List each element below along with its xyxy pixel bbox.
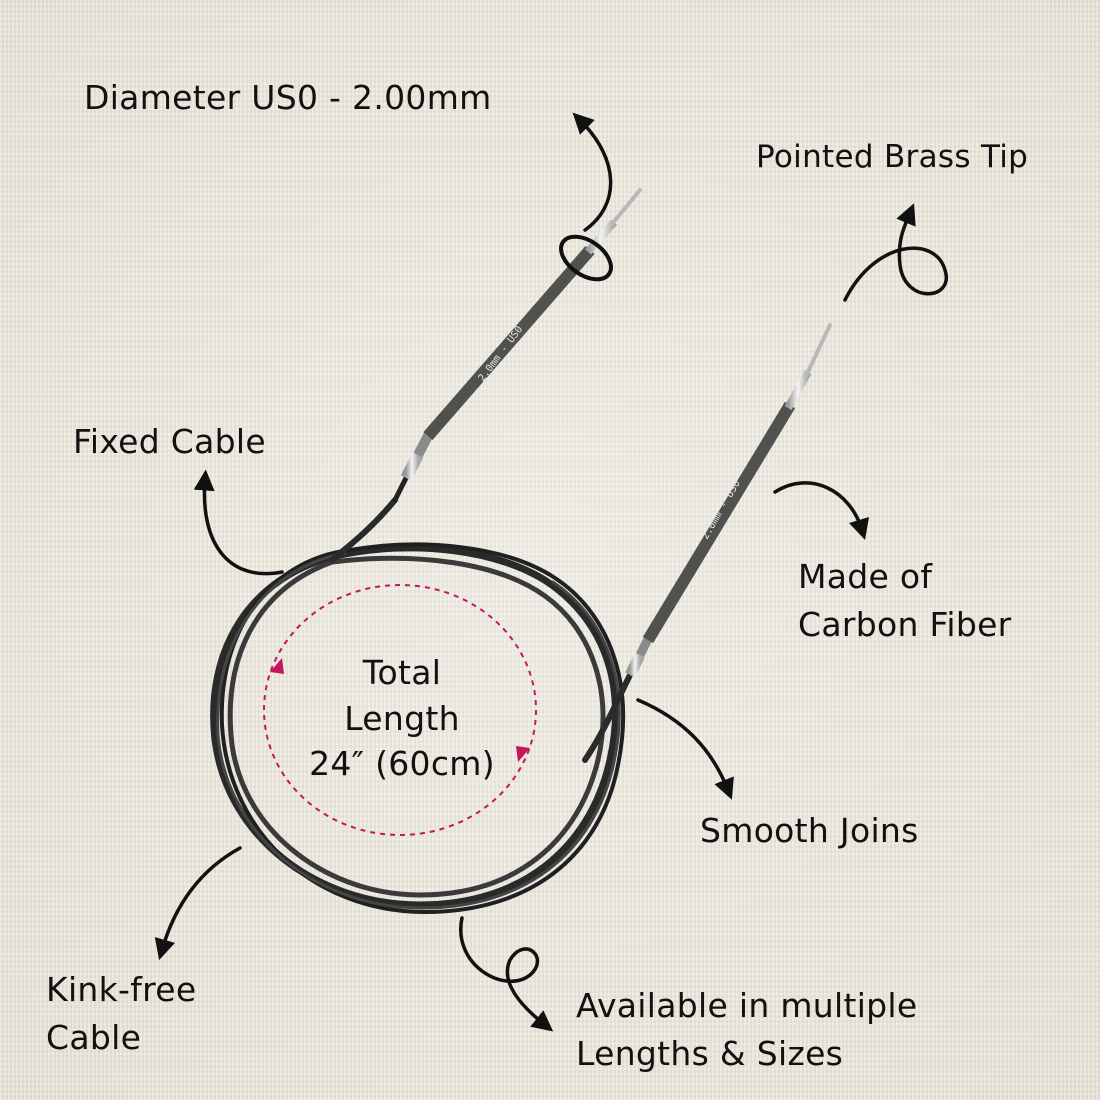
carbon-arrow-icon xyxy=(773,481,870,541)
length-dashed-circle xyxy=(263,584,537,836)
carbon-fiber-label: Made of Carbon Fiber xyxy=(798,553,1012,649)
available-line-2: Lengths & Sizes xyxy=(576,1033,844,1073)
total-length-line-3: 24″ (60cm) xyxy=(309,744,495,784)
annotation-arrows xyxy=(154,112,949,1032)
kink-free-line-1: Kink-free xyxy=(46,970,197,1009)
carbon-fiber-line-2: Carbon Fiber xyxy=(798,604,1012,644)
diameter-label: Diameter US0 - 2.00mm xyxy=(84,78,492,117)
joins-arrow-icon xyxy=(636,698,734,800)
fixed-cable-label: Fixed Cable xyxy=(73,422,266,461)
kink-arrow-icon xyxy=(154,846,242,961)
diameter-arrow-icon xyxy=(572,112,613,232)
left-needle xyxy=(392,188,642,503)
fixed-cable-arrow-icon xyxy=(193,469,284,576)
available-label: Available in multiple Lengths & Sizes xyxy=(576,982,918,1078)
kink-free-label: Kink-free Cable xyxy=(46,966,197,1062)
right-needle-marking: 2.0mm - US0 xyxy=(700,479,743,542)
tip-arrow-icon xyxy=(843,203,949,302)
length-arrow-icon xyxy=(270,658,284,674)
right-needle xyxy=(625,323,832,678)
total-length-line-1: Total xyxy=(362,653,442,692)
available-arrow-icon xyxy=(459,916,554,1032)
cable-coil xyxy=(210,497,633,915)
available-line-1: Available in multiple xyxy=(576,986,918,1025)
carbon-fiber-line-1: Made of xyxy=(798,557,933,596)
stitch-marker-ring-icon xyxy=(559,234,613,282)
total-length-line-2: Length xyxy=(344,698,460,738)
total-length-label: Total Length 24″ (60cm) xyxy=(292,650,512,787)
left-needle-marking: 2.0mm - US0 xyxy=(477,324,526,384)
pointed-tip-label: Pointed Brass Tip xyxy=(756,139,1029,175)
kink-free-line-2: Cable xyxy=(46,1017,142,1057)
smooth-joins-label: Smooth Joins xyxy=(700,811,919,850)
length-arrow-icon xyxy=(516,746,530,762)
